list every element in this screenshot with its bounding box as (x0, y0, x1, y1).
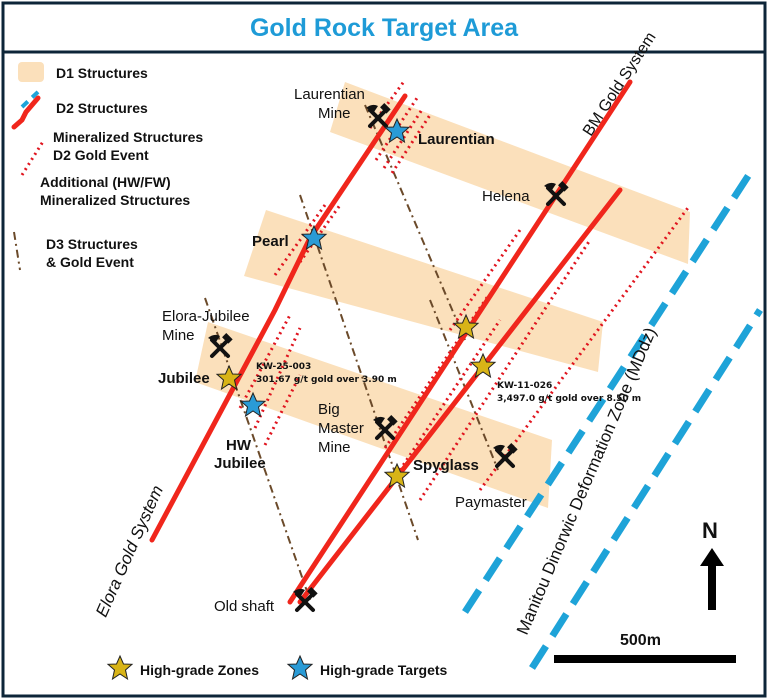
additional-mineralized-structures (20, 79, 692, 501)
legend-d3-1: D3 Structures (46, 236, 138, 252)
scale-bar (554, 655, 736, 663)
label-hw-jubilee-2: Jubilee (214, 455, 266, 472)
north-label: N (702, 518, 718, 543)
mineralized-structures (11, 79, 633, 605)
label-old-shaft: Old shaft (214, 598, 275, 615)
annotation-kw11-id: KW-11-026 (497, 381, 553, 391)
legend-d1: D1 Structures (56, 65, 148, 81)
label-laurentian-mine: Laurentian (294, 86, 365, 103)
legend-additional-2: Mineralized Structures (40, 192, 191, 208)
label-hw-jubilee: HW (226, 437, 251, 454)
label-elora-jubilee-mine-2: Mine (162, 327, 195, 344)
label-big-master-2: Master (318, 420, 364, 437)
annotation-kw11-result: 3,497.0 g/t gold over 8.50 m (497, 394, 642, 404)
annotation-kw25-result: 301.67 g/t gold over 3.90 m (256, 375, 397, 385)
label-elora-jubilee-mine: Elora-Jubilee (162, 308, 250, 325)
legend-additional-1: Additional (HW/FW) (40, 174, 171, 190)
label-helena: Helena (482, 188, 530, 205)
label-laurentian: Laurentian (418, 131, 495, 148)
label-laurentian-mine-2: Mine (318, 105, 351, 122)
scale-label: 500m (620, 632, 661, 649)
legend-high-grade-zones: High-grade Zones (140, 662, 260, 678)
legend-mineral-2: D2 Gold Event (53, 147, 149, 163)
legend-mineral-1: Mineralized Structures (53, 129, 204, 145)
label-big-master: Big (318, 401, 340, 418)
annotation-kw25-id: KW-25-003 (256, 362, 312, 372)
label-paymaster: Paymaster (455, 494, 527, 511)
d2-structures (20, 88, 763, 670)
label-spyglass: Spyglass (413, 457, 479, 474)
label-big-master-3: Mine (318, 439, 351, 456)
page-title: Gold Rock Target Area (249, 14, 519, 42)
legend-d3-2: & Gold Event (46, 254, 134, 270)
label-jubilee: Jubilee (158, 370, 210, 387)
north-arrow-icon (700, 548, 724, 610)
legend-d2: D2 Structures (56, 100, 148, 116)
label-pearl: Pearl (252, 233, 289, 250)
d3-structures (13, 104, 499, 601)
legend-high-grade-targets: High-grade Targets (320, 662, 448, 678)
